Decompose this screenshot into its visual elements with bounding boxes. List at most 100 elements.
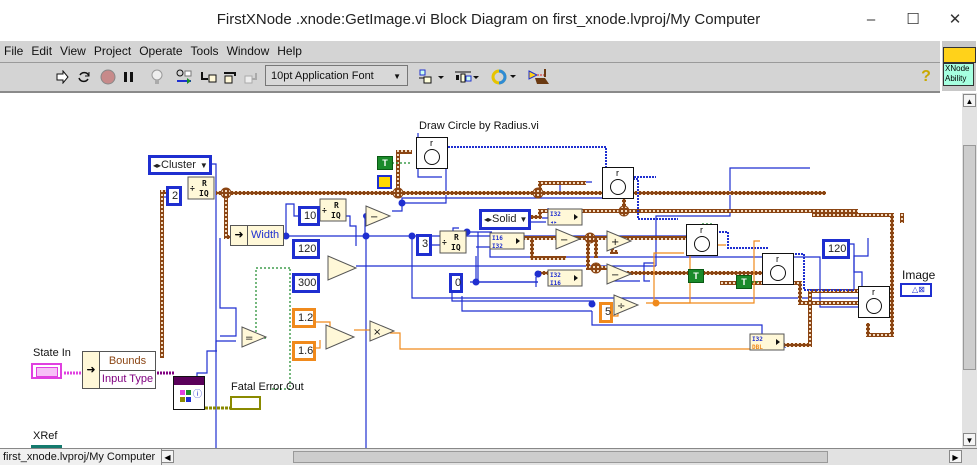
unbundle-by-name-state[interactable]: ➜ Bounds Input Type	[82, 351, 156, 389]
minimize-button[interactable]: –	[866, 11, 876, 28]
input-type-field: Input Type	[100, 371, 155, 388]
horizontal-scrollbar[interactable]: first_xnode.lvproj/My Computer ◀ ▶	[0, 448, 977, 465]
menu-help[interactable]: Help	[277, 44, 302, 58]
cluster-enum-constant[interactable]: ◂▸Cluster▼	[148, 155, 212, 175]
numeric-constant-120[interactable]: 120	[822, 239, 850, 259]
wire-cluster-enum	[210, 163, 217, 448]
run-continuously-icon[interactable]	[76, 68, 92, 86]
draw-circle-subvi[interactable]: r	[858, 286, 890, 318]
numeric-constant-1.6[interactable]: 1.6	[292, 341, 316, 361]
window-title: FirstXNode .xnode:GetImage.vi Block Diag…	[216, 11, 761, 28]
subtract-node	[606, 263, 633, 285]
vertical-scroll-thumb[interactable]	[963, 145, 976, 370]
xnode-ability-badge: XNode Ability	[942, 41, 976, 91]
state-in-control[interactable]	[31, 363, 62, 379]
menu-tools[interactable]: Tools	[190, 44, 219, 58]
wire-bounds	[160, 190, 182, 358]
numeric-constant-10[interactable]: 10	[298, 206, 320, 226]
unbundle-by-name-width[interactable]: ➜Width	[230, 225, 284, 246]
svg-text:I16: I16	[550, 280, 561, 287]
svg-text:÷: ÷	[190, 184, 195, 193]
bundle-node	[489, 232, 525, 250]
scroll-left-button[interactable]: ◀	[161, 450, 174, 463]
xref-control[interactable]	[31, 445, 62, 448]
menu-window[interactable]: Window	[226, 44, 270, 58]
scroll-right-button[interactable]: ▶	[949, 450, 962, 463]
image-label: Image	[902, 268, 936, 282]
pause-icon[interactable]	[122, 68, 136, 86]
draw-circle-subvi[interactable]: r	[416, 137, 448, 169]
menu-view[interactable]: View	[60, 44, 86, 58]
abort-icon[interactable]	[99, 68, 117, 86]
width-field: Width	[251, 229, 280, 241]
svg-text:I32: I32	[752, 336, 763, 343]
menu-edit[interactable]: Edit	[31, 44, 53, 58]
menu-operate[interactable]: Operate	[139, 44, 183, 58]
numeric-constant-120[interactable]: 120	[292, 239, 320, 259]
align-objects-icon[interactable]	[418, 68, 448, 86]
bundle-node	[547, 208, 583, 226]
svg-text:I32: I32	[550, 211, 561, 218]
maximize-button[interactable]: ☐	[906, 11, 920, 28]
equal-node	[241, 326, 268, 348]
svg-text:R: R	[454, 233, 459, 242]
run-arrow-icon[interactable]	[54, 68, 70, 86]
fatal-error-out-label: Fatal Error Out	[231, 381, 304, 393]
svg-text:◂▸: ◂▸	[550, 219, 557, 226]
arrow-right-icon: ➜	[83, 352, 100, 388]
svg-text:IQ: IQ	[199, 189, 209, 198]
numeric-constant-2[interactable]: 2	[166, 186, 182, 206]
close-button[interactable]: ✕	[948, 11, 962, 28]
svg-text:÷: ÷	[442, 238, 447, 247]
true-constant[interactable]: T	[688, 269, 704, 283]
svg-text:I32: I32	[492, 243, 503, 250]
chevron-down-icon: ▼	[199, 161, 208, 170]
menu-file[interactable]: File	[4, 44, 24, 58]
enum-arrows-icon: ◂▸	[484, 215, 493, 224]
variant-to-data-node[interactable]: ⓘ	[173, 376, 205, 410]
numeric-constant-300[interactable]: 300	[292, 273, 320, 293]
numeric-constant-0[interactable]: 0	[449, 273, 463, 293]
svg-text:IQ: IQ	[331, 211, 341, 220]
quotient-remainder-node	[187, 176, 215, 200]
distribute-objects-icon[interactable]	[453, 68, 483, 86]
subtract-node	[365, 205, 392, 227]
step-over-icon[interactable]	[222, 68, 240, 86]
toolbar: 10pt Application Font ▼ ?	[0, 63, 940, 93]
svg-text:=: =	[245, 333, 253, 344]
retain-wire-values-icon[interactable]	[174, 68, 194, 86]
numeric-constant-5[interactable]: 5	[599, 302, 613, 323]
color-constant[interactable]	[377, 175, 392, 189]
svg-text:÷: ÷	[322, 206, 327, 215]
true-constant[interactable]: T	[736, 275, 752, 289]
vertical-scrollbar[interactable]: ▲ ▼	[962, 93, 977, 448]
select-node	[327, 255, 358, 281]
badge-line2: Ability	[945, 74, 967, 83]
horizontal-scroll-thumb[interactable]	[293, 451, 828, 463]
scroll-down-button[interactable]: ▼	[963, 433, 976, 446]
draw-circle-subvi[interactable]: r	[686, 224, 718, 256]
scroll-up-button[interactable]: ▲	[963, 94, 976, 107]
font-select[interactable]: 10pt Application Font ▼	[265, 65, 408, 86]
bundle-node	[547, 269, 583, 287]
image-indicator[interactable]: △⊠	[900, 283, 932, 297]
svg-text:IQ: IQ	[451, 243, 461, 252]
step-into-icon[interactable]	[200, 68, 218, 86]
numeric-constant-1.2[interactable]: 1.2	[292, 308, 316, 328]
node-header	[174, 377, 204, 385]
menu-project[interactable]: Project	[93, 44, 132, 58]
numeric-constant-3[interactable]: 3	[416, 234, 432, 256]
solid-enum-constant[interactable]: ◂▸Solid▼	[479, 209, 531, 230]
true-constant[interactable]: T	[377, 156, 393, 170]
draw-circle-subvi[interactable]: r	[602, 167, 634, 199]
cleanup-diagram-icon[interactable]	[527, 68, 553, 86]
context-help-icon[interactable]: ?	[921, 68, 931, 85]
step-out-icon[interactable]	[243, 68, 261, 86]
highlight-execution-icon[interactable]	[149, 68, 165, 86]
multiply-node	[369, 320, 396, 342]
fatal-error-out-indicator[interactable]	[230, 396, 261, 410]
draw-circle-subvi[interactable]: r	[762, 253, 794, 285]
reorder-icon[interactable]	[490, 68, 520, 86]
